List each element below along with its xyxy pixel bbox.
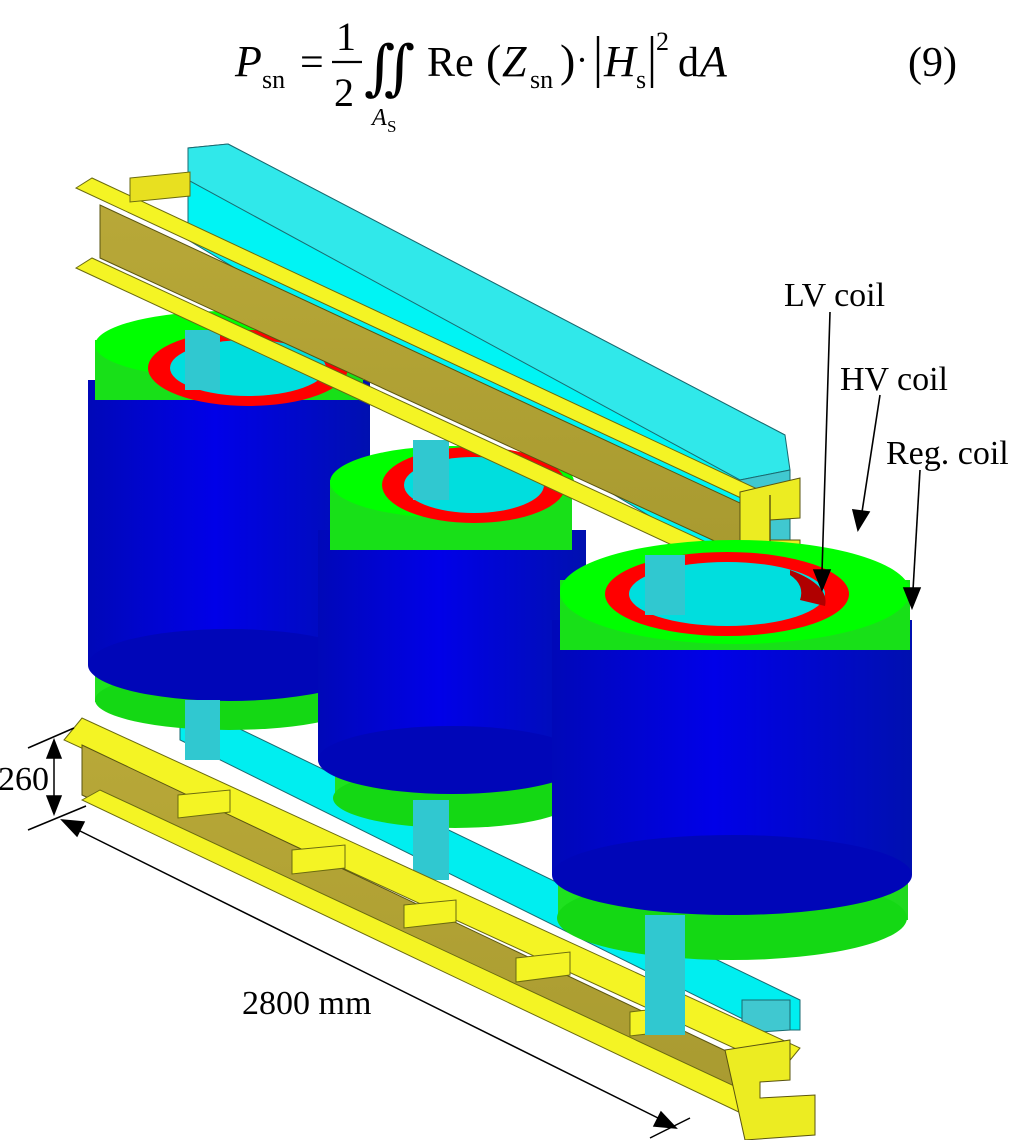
eq-area-symbol: A [697, 37, 728, 86]
length-dimension-label: 2800 mm [242, 985, 371, 1022]
eq-paren-close: ) [560, 35, 575, 86]
annotation-leaders [812, 311, 922, 611]
coil-2-winding-bottom [318, 726, 586, 794]
coil-1-winding-bottom [88, 629, 370, 701]
coil-1-core-limb-lower [185, 700, 220, 760]
eq-exponent: 2 [656, 27, 669, 56]
lv-coil-arrowhead [812, 569, 832, 593]
height-ext-bottom [27, 805, 87, 831]
eq-z-subscript: sn [530, 65, 553, 94]
length-ext-end [649, 1117, 691, 1139]
coil-3-core-limb-lower [645, 915, 685, 1035]
hv-coil-label: HV coil [840, 361, 948, 398]
eq-z-symbol: Z [502, 37, 527, 86]
hv-coil-leader [861, 394, 881, 513]
coil-3-core-limb [645, 555, 685, 615]
coil-3-outer-winding [552, 620, 912, 875]
eq-dot-operator: · [576, 40, 588, 80]
eq-domain-subscript: S [387, 117, 396, 136]
height-arrow-top [45, 737, 63, 759]
height-ext-top [27, 727, 75, 749]
eq-paren-open: ( [486, 35, 501, 86]
coil-2-core-limb-lower [413, 800, 449, 880]
coil-assembly-2 [318, 440, 586, 880]
equation-9: P sn = 1 2 ∬ A S Re ( Z sn ) · H s 2 d A… [234, 14, 957, 136]
eq-real-part: Re [427, 40, 474, 86]
coil-1-core-limb [185, 330, 220, 390]
reg-coil-label: Reg. coil [886, 435, 1009, 472]
coil-assembly-3 [552, 540, 912, 1035]
eq-fraction-denominator: 2 [334, 70, 354, 115]
top-clamp-beam [74, 171, 801, 591]
hv-coil-arrowhead [851, 509, 871, 533]
length-arrow-start [60, 819, 86, 838]
eq-lhs-subscript: sn [262, 65, 285, 94]
height-arrow-bottom [45, 795, 63, 817]
eq-fraction-numerator: 1 [336, 14, 356, 59]
coil-2-outer-winding [318, 530, 586, 760]
eq-number: (9) [908, 40, 957, 86]
dimension-markings [27, 727, 691, 1139]
length-dim-line [73, 827, 663, 1121]
coil-3-winding-bottom [552, 835, 912, 915]
lv-coil-label: LV coil [784, 277, 885, 314]
coil-2-core-limb [413, 440, 449, 500]
reg-coil-arrowhead [902, 587, 922, 611]
eq-double-integral: ∬ [364, 35, 415, 101]
coil-3-bore-inner-shadow [790, 570, 826, 606]
length-arrow-end [652, 1110, 678, 1129]
lv-coil-leader [821, 311, 831, 573]
eq-h-subscript: s [636, 65, 646, 94]
reg-coil-leader [912, 469, 921, 591]
eq-domain-symbol: A [370, 105, 387, 131]
eq-lhs-symbol: P [234, 37, 262, 86]
eq-equals-sign: = [300, 40, 324, 86]
height-dimension-label: 260 [0, 761, 49, 798]
eq-differential: d [678, 40, 699, 86]
eq-h-symbol: H [603, 37, 638, 86]
